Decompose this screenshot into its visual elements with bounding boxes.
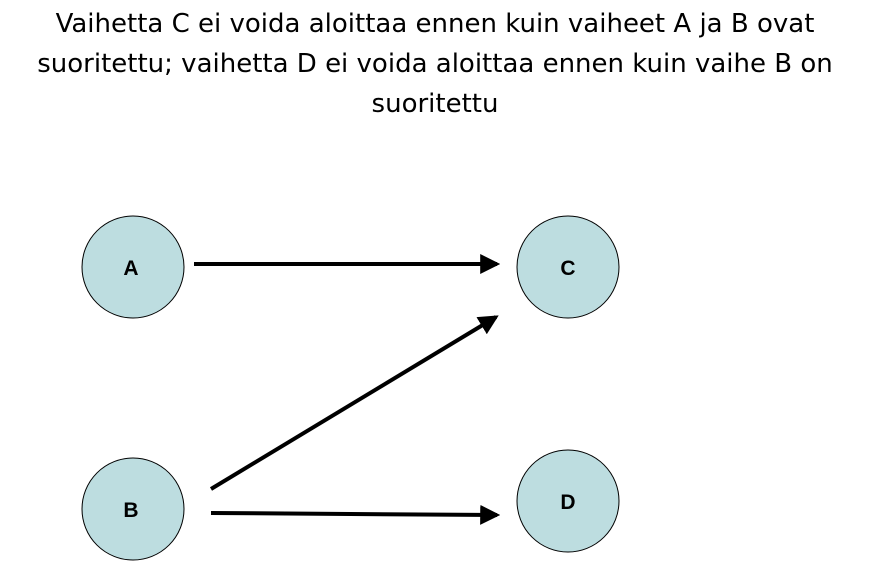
node-b-circle [81, 457, 185, 561]
title-line-3: suoritettu [371, 89, 499, 119]
diagram-title: Vaihetta C ei voida aloittaa ennen kuin … [0, 4, 870, 124]
node-b: B [81, 457, 185, 561]
node-b-label: B [123, 499, 138, 522]
node-c-circle [516, 215, 620, 319]
edge-b-to-c [209, 315, 499, 491]
node-c-label: C [560, 257, 575, 280]
edge-b-to-d [210, 504, 501, 525]
node-a-label: A [123, 257, 138, 280]
node-d-circle [516, 449, 620, 553]
title-line-2: suoritettu; vaihetta D ei voida aloittaa… [37, 49, 833, 79]
node-a: A [81, 215, 185, 319]
node-a-circle [81, 215, 185, 319]
title-line-1: Vaihetta C ei voida aloittaa ennen kuin … [55, 9, 815, 39]
node-d: D [516, 449, 620, 553]
node-c: C [516, 215, 620, 319]
node-d-label: D [560, 491, 575, 514]
